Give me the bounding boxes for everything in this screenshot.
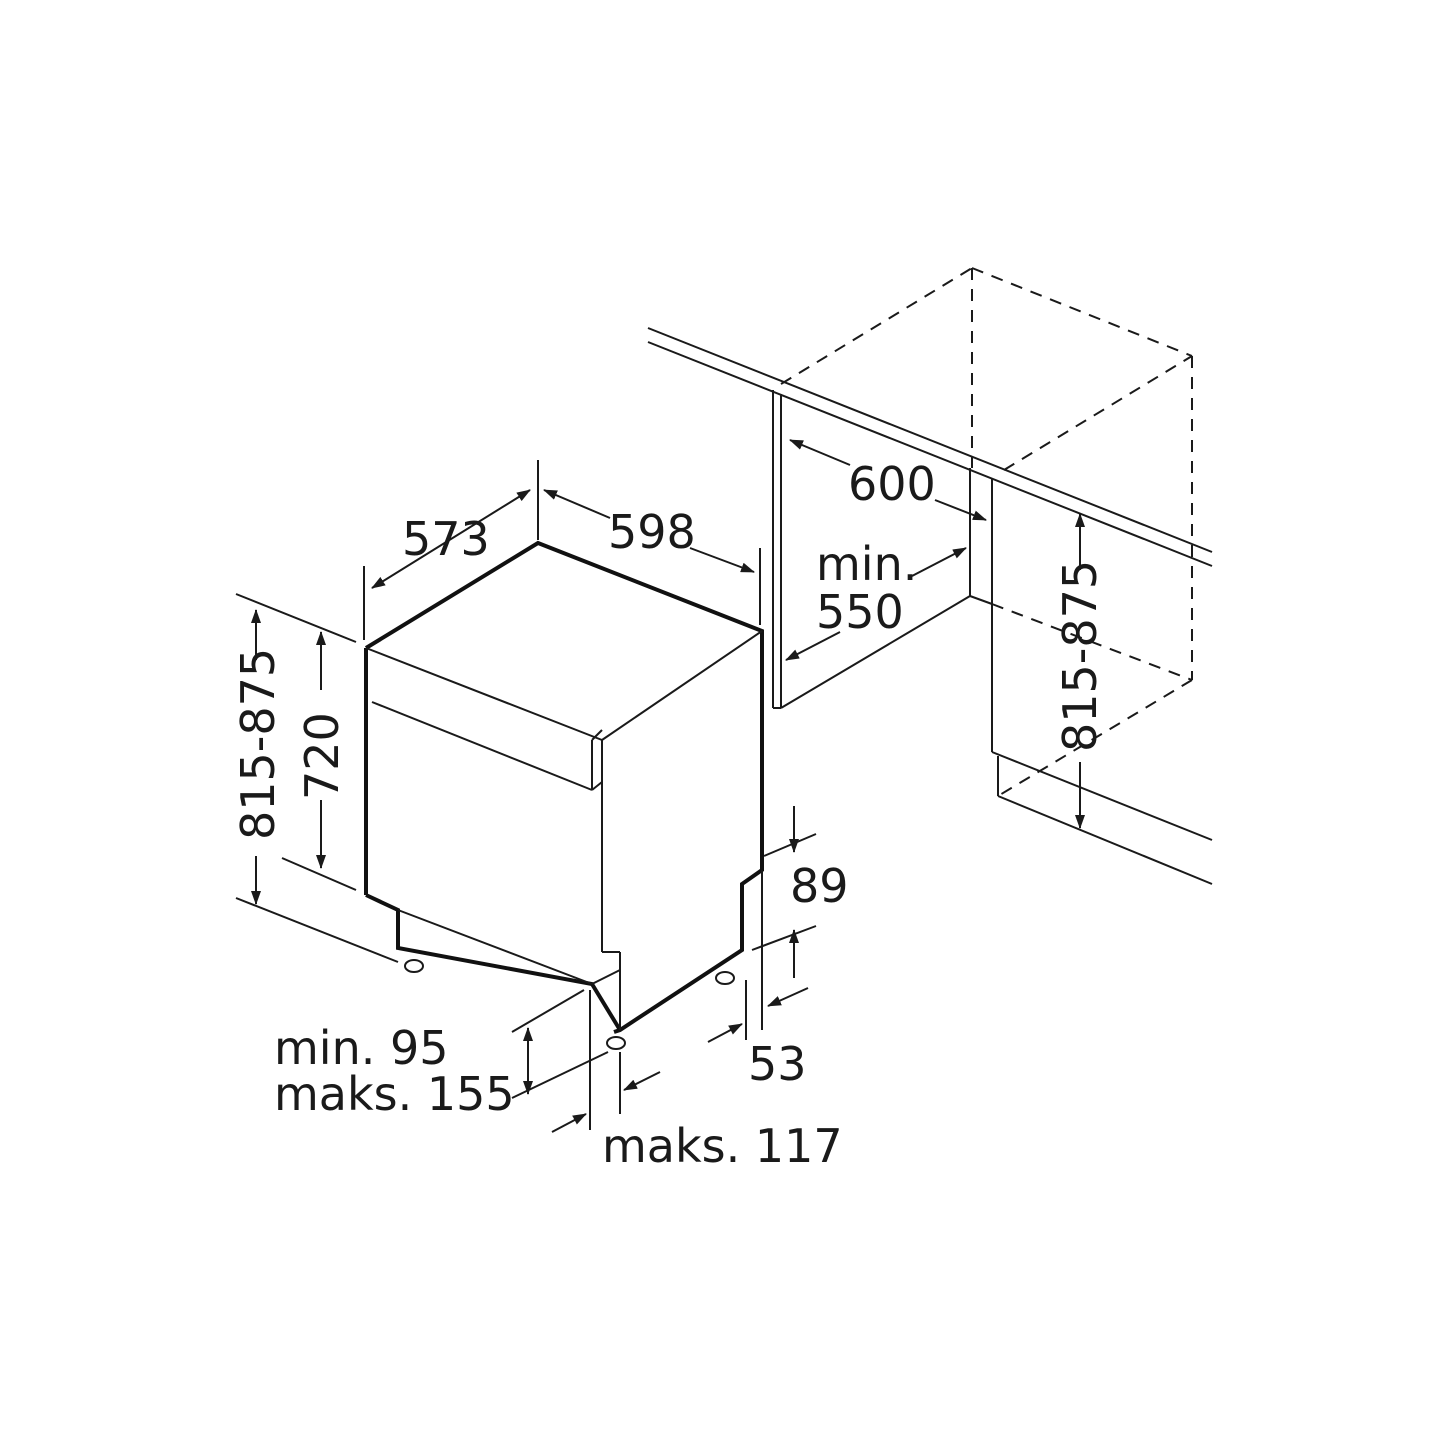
label-maks-117: maks. 117	[602, 1119, 843, 1173]
label-89: 89	[790, 859, 849, 913]
label-min: min.	[816, 537, 917, 591]
kitchen-niche	[647, 267, 1213, 885]
label-53: 53	[748, 1037, 807, 1091]
dishwasher-body	[364, 540, 764, 1050]
label-min-95: min. 95	[274, 1021, 449, 1075]
label-815-875-right: 815-875	[1053, 560, 1107, 752]
dimension-lines	[235, 439, 1085, 1133]
label-815-875-left: 815-875	[231, 648, 285, 840]
label-600: 600	[848, 457, 936, 511]
label-720: 720	[295, 712, 349, 800]
label-573: 573	[402, 512, 490, 566]
label-maks-155: maks. 155	[274, 1067, 515, 1121]
label-550: 550	[816, 585, 904, 639]
label-598: 598	[608, 505, 696, 559]
